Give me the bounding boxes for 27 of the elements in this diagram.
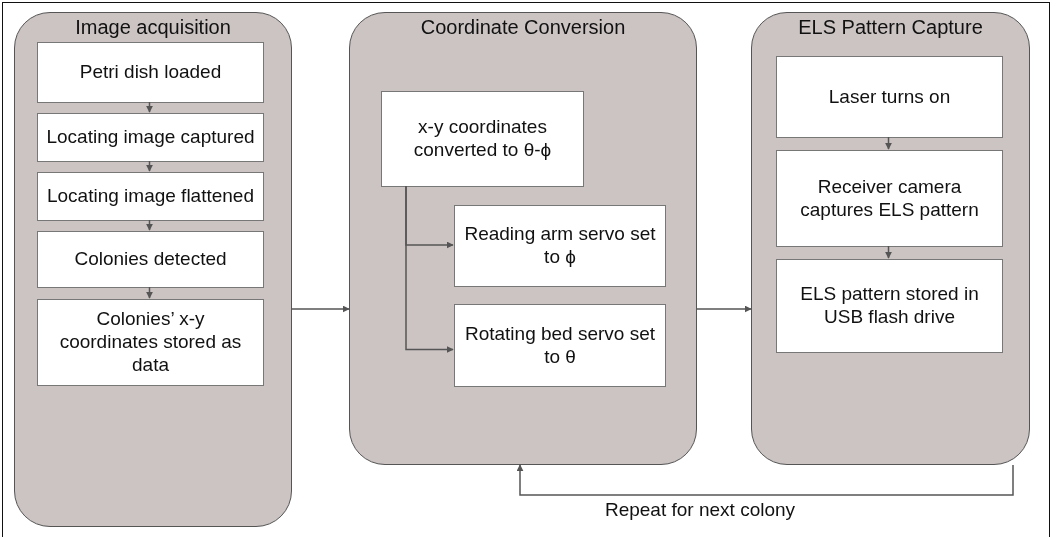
stage-heading: Coordinate Conversion bbox=[419, 16, 627, 38]
arrow bbox=[516, 464, 1014, 496]
step-box: Locating image flattened bbox=[37, 172, 264, 221]
step-box: Colonies detected bbox=[37, 231, 264, 288]
arrow bbox=[696, 305, 752, 313]
arrow bbox=[291, 305, 350, 313]
arrow bbox=[405, 185, 454, 353]
step-box: Laser turns on bbox=[776, 56, 1003, 138]
step-box: Receiver camera captures ELS pattern bbox=[776, 150, 1003, 247]
stage-panel bbox=[349, 12, 697, 465]
arrow bbox=[885, 245, 892, 259]
stage-panel bbox=[751, 12, 1030, 465]
arrow bbox=[146, 160, 153, 172]
step-box: Locating image captured bbox=[37, 113, 264, 162]
stage-heading: Image acquisition bbox=[74, 16, 232, 38]
step-box: x-y coordinates converted to θ-ϕ bbox=[381, 91, 584, 187]
stage-heading: ELS Pattern Capture bbox=[797, 16, 984, 38]
arrow bbox=[146, 219, 153, 231]
stage-panel bbox=[14, 12, 292, 527]
arrow bbox=[146, 286, 153, 299]
step-box: Rotating bed servo set to θ bbox=[454, 304, 666, 387]
arrow bbox=[146, 101, 153, 113]
step-box: ELS pattern stored in USB flash drive bbox=[776, 259, 1003, 353]
step-box: Reading arm servo set to ϕ bbox=[454, 205, 666, 287]
step-box: Petri dish loaded bbox=[37, 42, 264, 103]
arrow bbox=[885, 136, 892, 150]
step-box: Colonies’ x-y coordinates stored as data bbox=[37, 299, 264, 386]
